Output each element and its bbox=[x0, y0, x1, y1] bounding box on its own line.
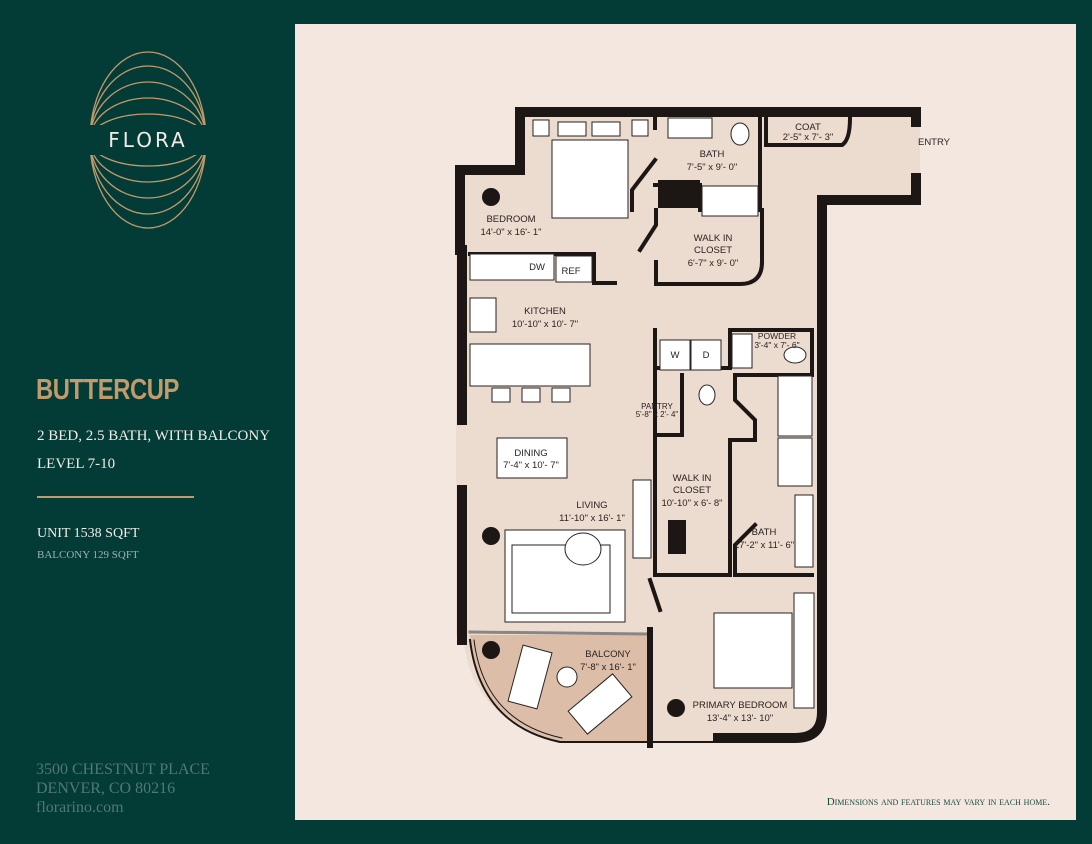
dresser bbox=[557, 121, 587, 137]
room-dimension: 13'-4" x 13'- 10" bbox=[707, 713, 773, 724]
appliance-label: REF bbox=[562, 266, 581, 277]
room-dimension: 6'-7" x 9'- 0" bbox=[688, 258, 739, 269]
balcony-area: BALCONY 129 SQFT bbox=[37, 549, 139, 561]
room-dimension: 7'-8" x 16'- 1" bbox=[580, 662, 636, 673]
room-label: LIVING bbox=[576, 500, 607, 511]
bathtub bbox=[777, 375, 813, 437]
room-label: PANTRY bbox=[641, 402, 673, 411]
shower bbox=[777, 437, 813, 487]
column-block bbox=[658, 180, 700, 208]
column bbox=[667, 699, 685, 717]
appliance-label: DW bbox=[529, 262, 545, 273]
nightstand bbox=[631, 119, 649, 137]
room-label: BALCONY bbox=[585, 649, 631, 660]
appliance-label: D bbox=[703, 350, 710, 361]
headboard-nightstands bbox=[793, 592, 815, 709]
room-dimension: 14'-0" x 16'- 1" bbox=[480, 227, 541, 238]
bed bbox=[713, 612, 793, 689]
room-label: POWDER bbox=[758, 331, 796, 341]
room-label: CLOSET bbox=[694, 245, 732, 256]
room-label: WALK IN bbox=[694, 233, 733, 244]
wall bbox=[637, 208, 764, 286]
wall bbox=[653, 328, 814, 577]
room-label: WALK IN bbox=[673, 473, 712, 484]
disclaimer: Dimensions and features may vary in each… bbox=[827, 796, 1051, 808]
room-label: BATH bbox=[700, 149, 725, 160]
balcony-rail bbox=[468, 638, 717, 743]
flora-logo: FLORA bbox=[88, 51, 208, 229]
wall bbox=[764, 112, 853, 147]
room-dimension: 3'-4" x 7'- 6" bbox=[754, 340, 799, 350]
toilet bbox=[730, 122, 750, 146]
powder-sink bbox=[731, 333, 753, 369]
vanity bbox=[794, 494, 814, 568]
unit-area: UNIT 1538 SQFT bbox=[37, 526, 140, 541]
nightstand bbox=[532, 119, 550, 137]
sink bbox=[667, 117, 713, 139]
plan-title: BUTTERCUP bbox=[36, 374, 179, 406]
exterior-wall bbox=[713, 107, 921, 743]
column bbox=[482, 641, 500, 659]
room-label: KITCHEN bbox=[524, 306, 566, 317]
room-dimension: 5'-8" x 2'- 4" bbox=[636, 410, 679, 419]
room-dimension: 7'-5" x 9'- 0" bbox=[687, 162, 738, 173]
column bbox=[482, 527, 500, 545]
island-stool bbox=[551, 387, 571, 403]
room-label: CLOSET bbox=[673, 485, 711, 496]
bathtub bbox=[701, 185, 759, 217]
wall bbox=[733, 522, 814, 577]
room-label: PRIMARY BEDROOM bbox=[693, 700, 788, 711]
toilet bbox=[783, 346, 807, 364]
logo-text: FLORA bbox=[108, 128, 187, 152]
room-dimension: 10'-10" x 10'- 7" bbox=[512, 319, 578, 330]
dresser bbox=[591, 121, 621, 137]
plan-level: LEVEL 7-10 bbox=[37, 456, 116, 472]
lounge-chair bbox=[567, 673, 633, 735]
room-label: DINING bbox=[514, 448, 547, 459]
dryer bbox=[690, 339, 722, 371]
appliance-label: W bbox=[671, 350, 680, 361]
lounge-chair bbox=[507, 644, 553, 710]
stove bbox=[469, 297, 497, 333]
kitchen-island bbox=[469, 343, 591, 387]
exterior-wall bbox=[455, 107, 921, 255]
refrigerator bbox=[555, 255, 593, 283]
room-label: ENTRY bbox=[918, 137, 951, 148]
column bbox=[482, 188, 500, 206]
washer bbox=[659, 339, 691, 371]
room-label: BATH bbox=[752, 527, 777, 538]
plan-summary: 2 BED, 2.5 BATH, WITH BALCONY bbox=[37, 428, 271, 444]
room-dimension: 7'-4" x 10'- 7" bbox=[503, 460, 559, 471]
room-dimension: 10'-10" x 6'- 8" bbox=[661, 498, 722, 509]
room-dimension: 17'-2" x 11'- 6" bbox=[734, 540, 794, 551]
room-label: BEDROOM bbox=[486, 214, 535, 225]
wall bbox=[653, 373, 737, 442]
balcony-rail bbox=[473, 639, 563, 739]
address-city: DENVER, CO 80216 bbox=[36, 780, 176, 797]
tv-console bbox=[632, 479, 652, 559]
bed bbox=[551, 139, 629, 219]
room-label: COAT bbox=[795, 122, 821, 133]
island-stool bbox=[521, 387, 541, 403]
island-stool bbox=[491, 387, 511, 403]
website-link[interactable]: florarino.com bbox=[36, 799, 124, 816]
wall bbox=[647, 577, 663, 613]
coffee-table bbox=[564, 532, 602, 566]
side-table bbox=[556, 666, 578, 688]
toilet bbox=[698, 384, 716, 406]
address-street: 3500 CHESTNUT PLACE bbox=[36, 761, 210, 778]
divider bbox=[37, 496, 194, 498]
room-dimension: 11'-10" x 16'- 1" bbox=[559, 513, 625, 524]
balcony-door bbox=[468, 630, 650, 636]
room-dimension: 2'-5" x 7'- 3" bbox=[783, 132, 834, 143]
kitchen-counter bbox=[469, 253, 555, 281]
dining-table bbox=[496, 437, 568, 479]
column-block bbox=[668, 520, 686, 554]
